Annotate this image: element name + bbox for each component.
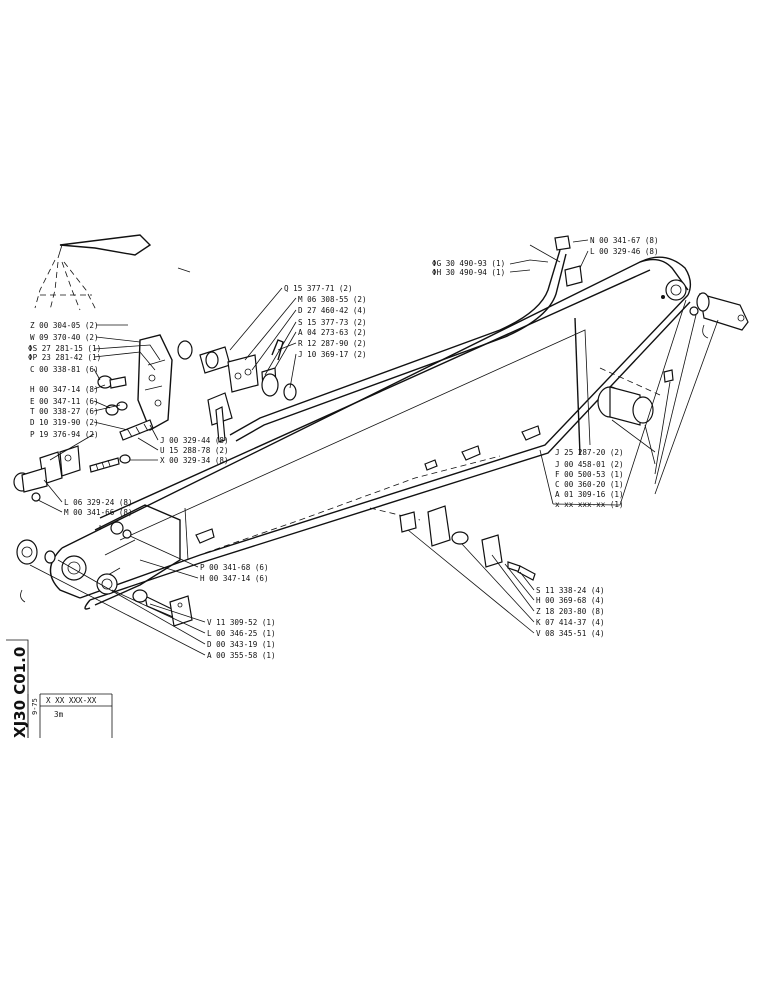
part-label: L 06 329-24 (8)	[64, 498, 133, 507]
right-pin-parts	[597, 292, 749, 426]
part-label: x xx xxx-xx (1)	[555, 500, 624, 509]
upper-mid-label-group: Q 15 377-71 (2) M 06 308-55 (2) D 27 460…	[284, 284, 367, 359]
part-label: J 10 369-17 (2)	[298, 350, 367, 359]
part-label: R 12 287-90 (2)	[298, 339, 367, 348]
part-label: M 00 341-66 (8)	[64, 508, 133, 517]
part-label: D 10 319-90 (2)	[30, 418, 99, 427]
part-label: Q 15 377-71 (2)	[284, 284, 353, 293]
part-label: H 00 347-14 (6)	[200, 574, 269, 583]
date-code: 9-75	[31, 698, 39, 715]
part-label: T 00 338-27 (6)	[30, 407, 99, 416]
part-label: Z 18 203-80 (8)	[536, 607, 605, 616]
part-label: N 00 341-67 (8)	[590, 236, 659, 245]
part-label: F 00 500-53 (1)	[555, 470, 624, 479]
top-label-group: ΦG 30 490-93 (1) ΦH 30 490-94 (1) N 00 3…	[432, 236, 659, 277]
center-label-group: P 00 341-68 (6) H 00 347-14 (6)	[200, 563, 269, 583]
part-label: E 00 347-11 (6)	[30, 397, 99, 406]
part-label: S 15 377-73 (2)	[298, 318, 367, 327]
part-label: K 07 414-37 (4)	[536, 618, 605, 627]
title-description: 3m	[54, 710, 64, 719]
part-label: A 01 309-16 (1)	[555, 490, 624, 499]
part-label: P 00 341-68 (6)	[200, 563, 269, 572]
boom-arm	[49, 256, 692, 610]
title-part-number: X XX XXX-XX	[46, 696, 97, 705]
part-label: ΦG 30 490-93 (1)	[432, 259, 505, 268]
part-label: ΦS 27 281-15 (1)	[28, 344, 101, 353]
bottom-right-label-group: S 11 338-24 (4) H 00 369-68 (4) Z 18 203…	[536, 586, 605, 638]
right-label-group: J 25 287-20 (2) J 00 458-01 (2) F 00 500…	[555, 448, 624, 509]
part-label: L 00 329-46 (8)	[590, 247, 659, 256]
part-label: V 08 345-51 (4)	[536, 629, 605, 638]
left-label-group: Z 00 304-05 (2) W 09 370-40 (2) ΦS 27 28…	[28, 321, 101, 439]
part-label: H 00 347-14 (8)	[30, 385, 99, 394]
leader-lines	[29, 239, 719, 656]
part-label: P 19 376-94 (2)	[30, 430, 99, 439]
valve-assembly	[177, 339, 297, 443]
hydraulic-pipe	[229, 235, 583, 442]
part-label: S 11 338-24 (4)	[536, 586, 605, 595]
part-label: ΦP 23 281-42 (1)	[28, 353, 101, 362]
bottom-right-parts	[399, 505, 536, 581]
part-label: V 11 309-52 (1)	[207, 618, 276, 627]
part-label: L 00 346-25 (1)	[207, 629, 276, 638]
part-label: A 04 273-63 (2)	[298, 328, 367, 337]
drawing-id: XJ30 C01.0	[11, 647, 29, 738]
part-label: H 00 369-68 (4)	[536, 596, 605, 605]
part-label: U 15 288-78 (2)	[160, 446, 229, 455]
part-label: C 00 360-20 (1)	[555, 480, 624, 489]
lower-left-label-group: L 06 329-24 (8) M 00 341-66 (8)	[64, 498, 133, 517]
part-label: J 00 329-44 (8)	[160, 436, 229, 445]
bottom-left-label-group: V 11 309-52 (1) L 00 346-25 (1) D 00 343…	[207, 618, 276, 660]
part-label: D 27 460-42 (4)	[298, 306, 367, 315]
part-label: C 00 338-81 (6)	[30, 365, 99, 374]
part-label: D 00 343-19 (1)	[207, 640, 276, 649]
part-label: M 06 308-55 (2)	[298, 295, 367, 304]
part-label: ΦH 30 490-94 (1)	[432, 268, 505, 277]
part-label: Z 00 304-05 (2)	[30, 321, 99, 330]
title-block: XJ30 C01.0 9-75 X XX XXX-XX 3m	[6, 639, 113, 738]
grab-hook-sketch	[34, 234, 191, 311]
part-label: W 09 370-40 (2)	[30, 333, 99, 342]
part-label: J 00 458-01 (2)	[555, 460, 624, 469]
part-label: X 00 329-34 (8)	[160, 456, 229, 465]
part-label: J 25 287-20 (2)	[555, 448, 624, 457]
mid-label-group: J 00 329-44 (8) U 15 288-78 (2) X 00 329…	[160, 436, 229, 465]
part-label: A 00 355-58 (1)	[207, 651, 276, 660]
